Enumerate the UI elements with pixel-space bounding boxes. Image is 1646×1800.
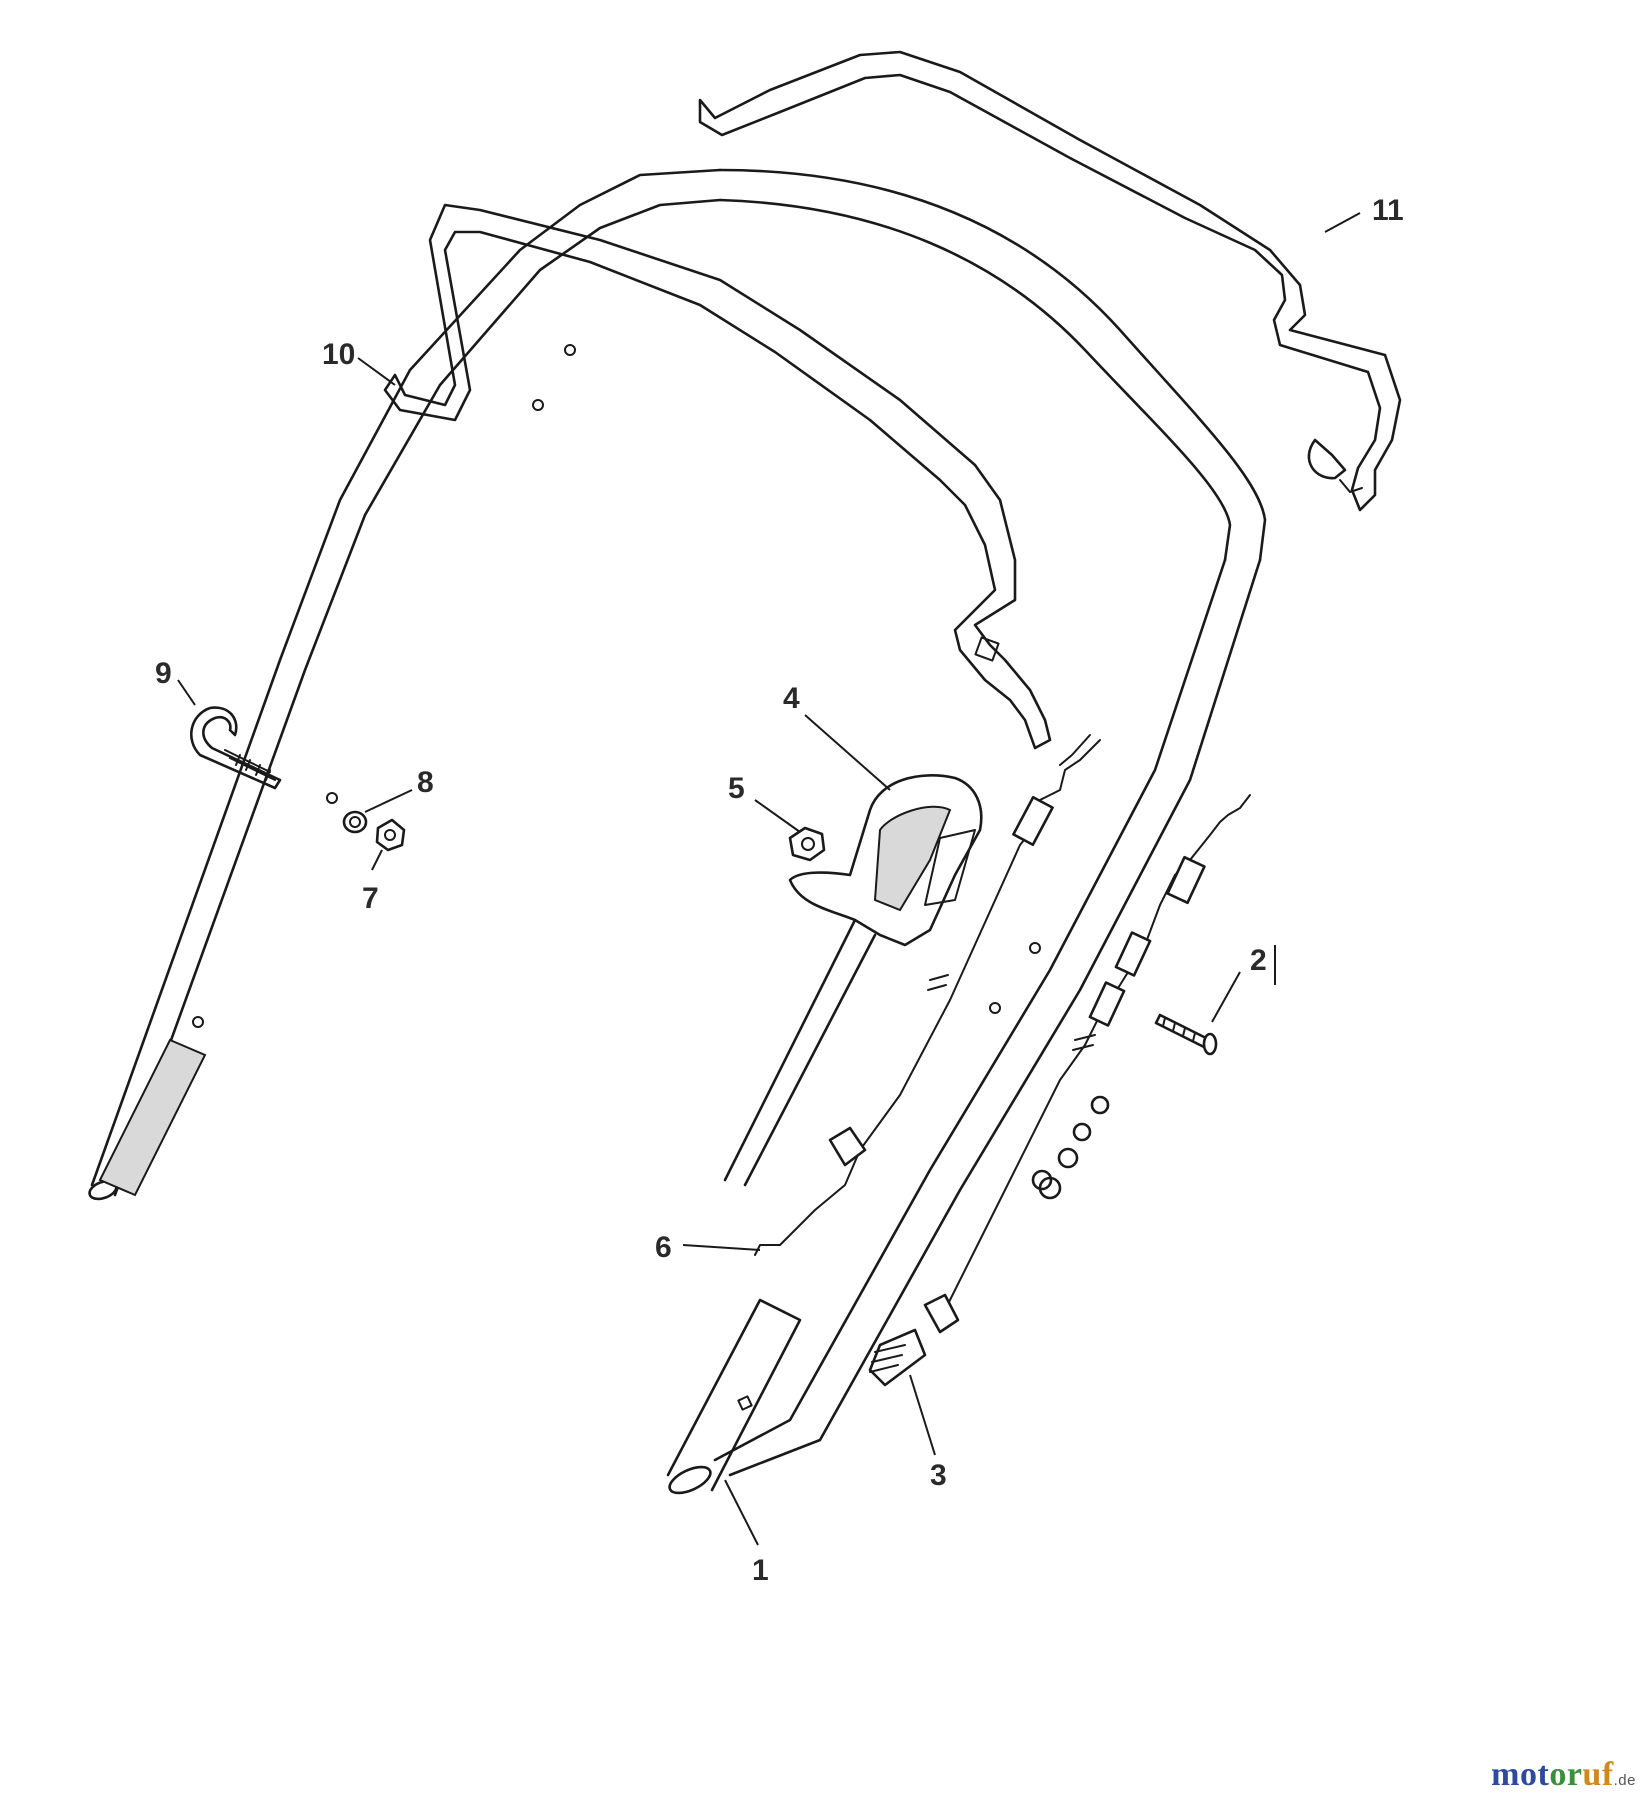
callout-10: 10: [322, 338, 355, 371]
callout-5: 5: [728, 772, 745, 805]
callout-3: 3: [930, 1459, 947, 1492]
washers-part-2: [1031, 1095, 1110, 1200]
cable-part-6: [754, 734, 1101, 1256]
callout-4: 4: [783, 682, 800, 715]
callout-6: 6: [655, 1231, 672, 1264]
callout-9: 9: [155, 657, 172, 690]
logo-part-1: mot: [1491, 1756, 1550, 1793]
washer-part-8: [342, 810, 368, 834]
logo-tld: .de: [1613, 1772, 1636, 1789]
leader-lines: [177, 212, 1361, 1546]
callout-2: 2: [1250, 944, 1267, 977]
logo-part-2: or: [1549, 1756, 1583, 1793]
hook-bolt-part-9: [190, 706, 282, 790]
callout-7: 7: [362, 882, 379, 915]
callout-8: 8: [417, 766, 434, 799]
cable-part-3: [868, 794, 1251, 1387]
logo-part-3: uf: [1582, 1756, 1614, 1793]
nut-part-7: [375, 818, 406, 852]
nut-part-5: [788, 826, 826, 862]
control-box-part-4: [723, 774, 983, 1187]
callout-11: 11: [1372, 194, 1404, 227]
motoruf-logo: motoruf.de: [1491, 1756, 1636, 1794]
callout-labels: 1 2 3 4 5 6 7 8 9 10 11: [155, 194, 1404, 1587]
callout-1: 1: [752, 1554, 769, 1587]
screw-part-2: [1154, 1013, 1218, 1056]
upper-bail-part-11: [698, 50, 1402, 512]
handle-frame-part-1: [88, 168, 1267, 1495]
lower-bail-part-10: [383, 203, 1052, 750]
